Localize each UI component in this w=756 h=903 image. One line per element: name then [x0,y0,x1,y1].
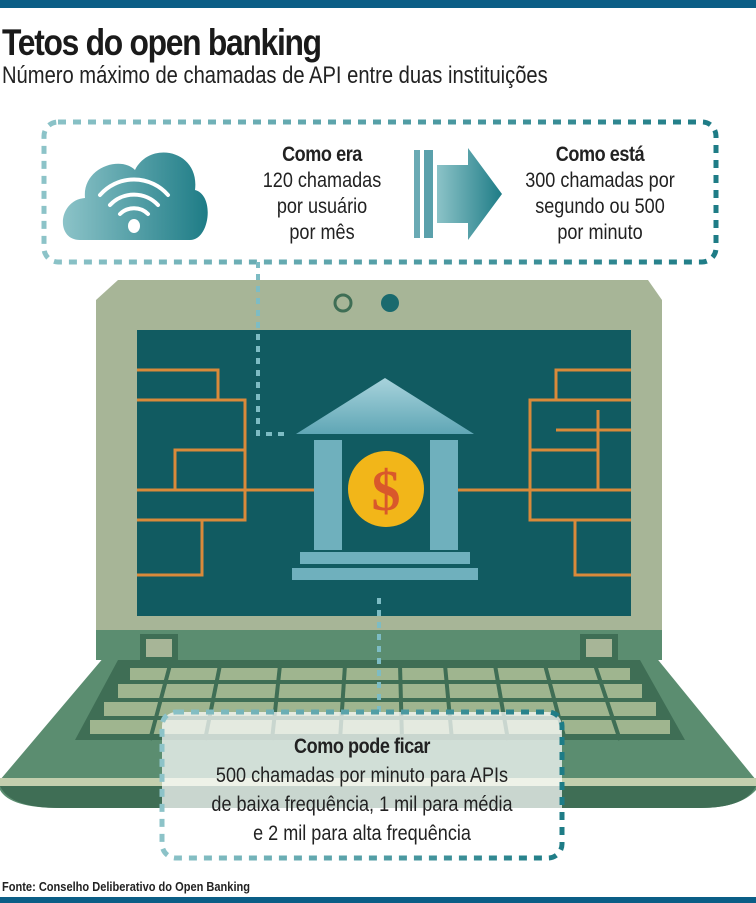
bank-icon [292,378,478,580]
now-line: por minuto [557,221,643,244]
before-heading: Como era [282,143,362,166]
source-note: Fonte: Conselho Deliberativo do Open Ban… [2,879,251,894]
before-line: por usuário [276,195,368,218]
before-line: por mês [289,221,355,244]
before-text: Como era 120 chamadas por usuário por mê… [236,142,408,246]
cloud-wifi-icon [62,152,208,240]
future-block: Como pode ficar 500 chamadas por minuto … [162,732,562,848]
svg-text:$: $ [372,458,401,523]
bottom-dashed-box [159,709,565,861]
now-line: 300 chamadas por [525,169,675,192]
before-line: 120 chamadas [262,169,382,192]
now-line: segundo ou 500 [535,195,665,218]
sensor-icon [381,294,399,312]
future-line: de baixa frequência, 1 mil para média [211,793,513,816]
future-line: 500 chamadas por minuto para APIs [215,764,509,787]
top-dashed-box [41,119,719,265]
hinge-left [140,634,178,660]
dollar-coin-icon: $ [348,451,424,527]
future-heading: Como pode ficar [293,735,431,758]
before-block: Como era 120 chamadas por usuário por mê… [222,142,422,246]
bottom-bar [0,897,756,903]
circuit-lines [137,368,631,577]
now-heading: Como está [555,143,645,166]
webcam-icon [333,293,353,313]
page-title: Tetos do open banking [2,22,322,63]
arrow-right-icon [414,148,502,240]
now-block: Como está 300 chamadas por segundo ou 50… [490,142,710,246]
hinge-right [580,634,618,660]
now-text: Como está 300 chamadas por segundo ou 50… [505,142,694,246]
future-line: e 2 mil para alta frequência [253,822,471,845]
laptop-hinge [96,630,662,660]
page-subtitle: Número máximo de chamadas de API entre d… [2,62,548,89]
connector-top [256,262,285,436]
top-bar [0,0,756,8]
future-text: Como pode ficar 500 chamadas por minuto … [190,732,534,848]
